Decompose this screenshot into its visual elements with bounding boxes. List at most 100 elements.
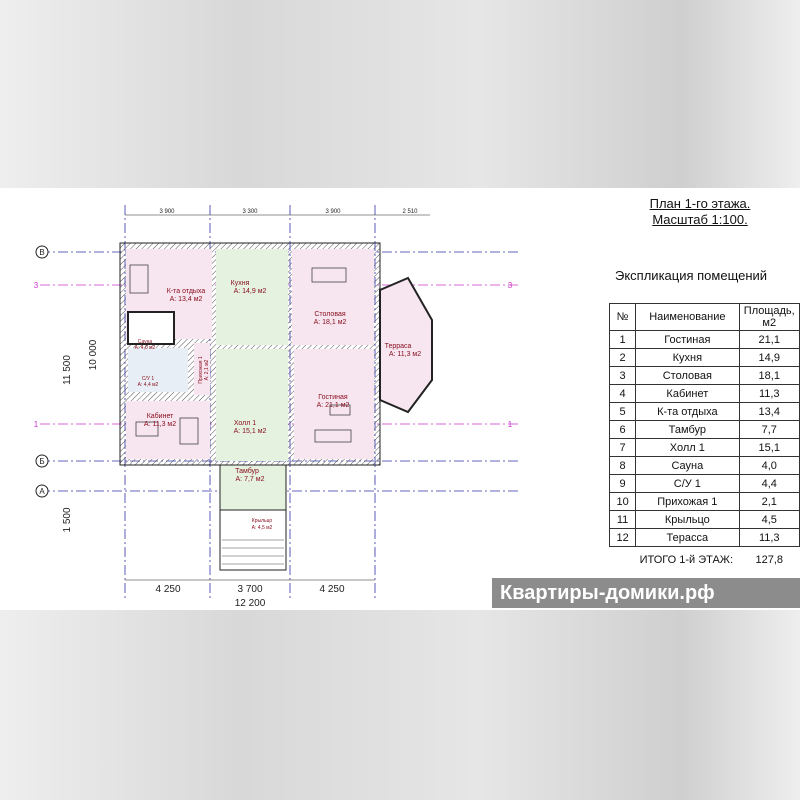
room-hallway [194, 343, 210, 395]
room-terrace [379, 276, 433, 414]
cell-area: 2,1 [738, 492, 800, 511]
room-area: A: 15,1 м2 [234, 428, 267, 435]
cell-name: К-та отдыха [635, 402, 740, 421]
cell-area: 4,0 [738, 456, 800, 475]
room-area: A: 11,3 м2 [389, 351, 421, 358]
cell-n: 11 [608, 510, 637, 529]
cell-name: Сауна [635, 456, 740, 475]
cell-name: Холл 1 [635, 438, 740, 457]
room-label: Тамбур [235, 467, 259, 475]
dimension-label: 4 250 [155, 584, 180, 595]
blurred-background-bottom [0, 610, 800, 800]
room-area: A: 4,4 м2 [138, 382, 159, 388]
axis-markers: В Б А 3 1 3 1 [34, 245, 513, 498]
cell-name: Прихожая 1 [635, 492, 740, 511]
room-label: Терраса [385, 343, 412, 350]
room-hall [216, 349, 288, 461]
cell-name: Кухня [635, 348, 740, 367]
room-label: Холл 1 [234, 420, 256, 427]
room-area: A: 7,7 м2 [236, 476, 265, 483]
cell-name: Гостиная [635, 330, 740, 349]
cell-name: Крыльцо [635, 510, 740, 529]
dimension-label: 3 900 [325, 209, 341, 215]
cell-n: 9 [608, 474, 637, 493]
dimension-label-total: 12 200 [235, 598, 266, 609]
room-area: A: 2,1 м2 [204, 359, 210, 380]
room-area: A: 18,1 м2 [314, 319, 347, 326]
room-living [294, 349, 374, 459]
room-label: Столовая [314, 311, 346, 318]
room-wc [128, 348, 188, 392]
dimension-label: 4 250 [319, 584, 344, 595]
total-value: 127,8 [755, 554, 784, 566]
dimension-label: 3 900 [159, 209, 175, 215]
axis-label: 1 [508, 420, 513, 429]
room-label: К-та отдыха [167, 288, 206, 295]
cell-area: 4,4 [738, 474, 800, 493]
room-label: Крыльцо [252, 518, 273, 524]
room-area: A: 13,4 м2 [170, 296, 203, 303]
plan-scale: Масштаб 1:100. [652, 212, 748, 227]
cell-name: Кабинет [635, 384, 740, 403]
column-header: № [608, 303, 637, 331]
room-office [126, 401, 210, 459]
room-area: A: 4,5 м2 [252, 525, 273, 531]
cell-name: Столовая [635, 366, 740, 385]
furniture [129, 264, 352, 445]
room-label: Гостиная [318, 394, 348, 401]
cell-area: 14,9 [738, 348, 800, 367]
room-label: Кухня [231, 280, 250, 287]
cell-area: 11,3 [738, 384, 800, 403]
room-area: A: 11,3 м2 [144, 421, 176, 428]
column-header: Наименование [635, 303, 740, 331]
dimension-label: 2 510 [402, 209, 418, 215]
axis-label: 3 [508, 281, 513, 290]
cell-area: 18,1 [738, 366, 800, 385]
axis-label: 3 [34, 281, 39, 290]
explication-heading: Экспликация помещений [615, 268, 768, 283]
room-area: A: 14,9 м2 [234, 288, 267, 295]
room-area: A: 21,1 м2 [317, 402, 350, 409]
cell-n: 4 [608, 384, 637, 403]
room-sauna [127, 311, 175, 345]
total-row: ИТОГО 1-й ЭТАЖ: 127,8 [610, 547, 800, 574]
cell-area: 13,4 [738, 402, 800, 421]
cell-area: 4,5 [738, 510, 800, 529]
room-label: Сауна [138, 339, 153, 345]
axis-label: Б [39, 457, 44, 466]
cell-area: 15,1 [738, 438, 800, 457]
cell-area: 21,1 [738, 330, 800, 349]
watermark: Квартиры-домики.рф [492, 578, 800, 608]
room-label: С/У 1 [142, 376, 155, 382]
dimension-label: 3 700 [237, 584, 262, 595]
cell-name: Тамбур [635, 420, 740, 439]
cell-n: 2 [608, 348, 637, 367]
cell-n: 5 [608, 402, 637, 421]
cell-n: 3 [608, 366, 637, 385]
cell-name: Терасса [635, 528, 740, 547]
dimension-label: 11 500 [62, 355, 73, 385]
blurred-background-top [0, 0, 800, 188]
room-area: A: 4,0 м2 [135, 345, 156, 351]
total-label: ИТОГО 1-й ЭТАЖ: [639, 554, 734, 566]
cell-area: 11,3 [738, 528, 800, 547]
dimension-label: 10 000 [88, 339, 99, 370]
room-dining [292, 249, 374, 345]
porch-steps [222, 539, 284, 565]
dimensions: 4 250 3 700 4 250 12 200 11 500 10 000 1… [62, 209, 430, 609]
room-kitchen [216, 249, 288, 345]
